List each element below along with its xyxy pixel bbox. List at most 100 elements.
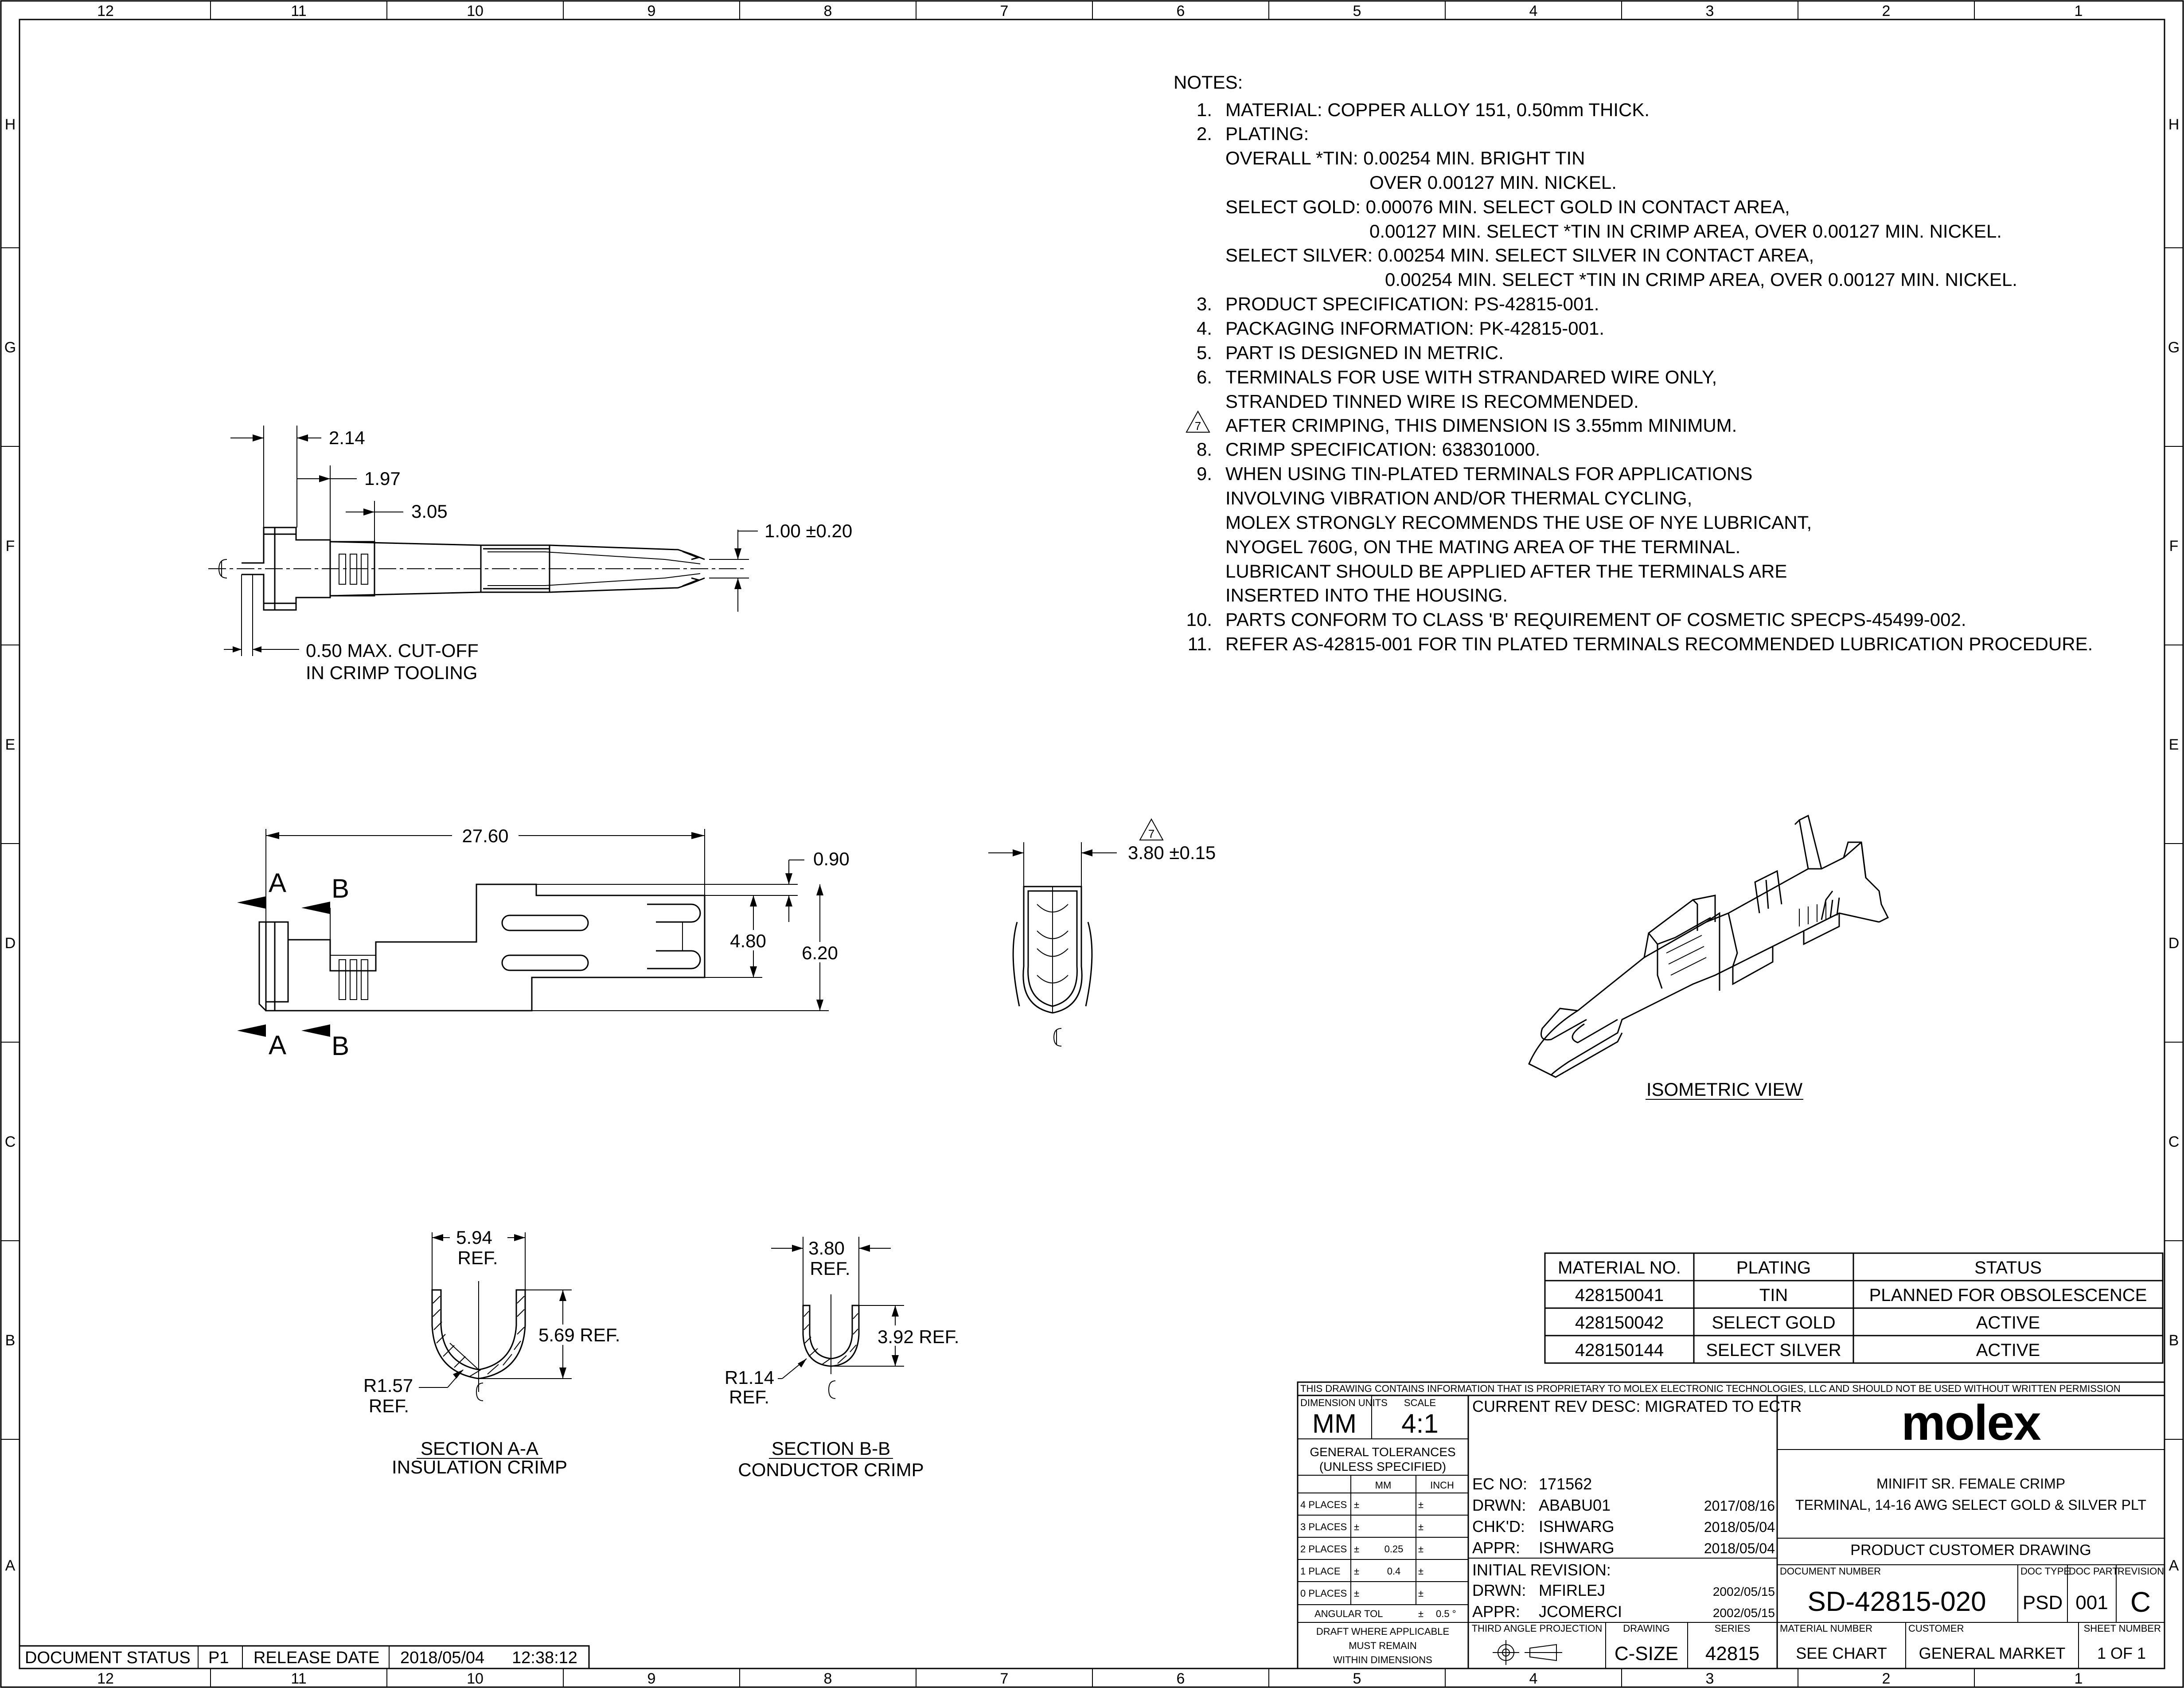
note-number: 4. [1197, 318, 1212, 339]
ec-label: EC NO: [1472, 1475, 1527, 1493]
initial-drwn-label: DRWN: [1472, 1581, 1526, 1599]
section-aa-width: 5.94 [456, 1227, 492, 1248]
tol-col-inch: INCH [1430, 1480, 1454, 1491]
table-header: PLATING [1736, 1258, 1811, 1278]
note-text: NYOGEL 760G, ON THE MATING AREA OF THE T… [1225, 536, 1740, 557]
table-cell: PLANNED FOR OBSOLESCENCE [1869, 1286, 2147, 1305]
table-cell: 428150042 [1575, 1313, 1664, 1332]
zone-col-label: 7 [1000, 3, 1009, 20]
zone-col-label: 9 [647, 3, 656, 20]
dim-6-20: 6.20 [802, 942, 838, 963]
third-angle-label: THIRD ANGLE PROJECTION [1472, 1623, 1603, 1634]
section-aa-subtitle: INSULATION CRIMP [392, 1457, 567, 1477]
initial-drwn-value: MFIRLEJ [1539, 1581, 1605, 1599]
scale-label: SCALE [1404, 1397, 1436, 1408]
zone-row-label: E [2169, 736, 2179, 753]
zone-col-label: 8 [824, 1670, 832, 1687]
dim-4-80: 4.80 [730, 930, 766, 951]
drawing-type: PRODUCT CUSTOMER DRAWING [1850, 1542, 2091, 1559]
doc-type: PSD [2023, 1592, 2063, 1614]
zone-col-label: 5 [1353, 3, 1361, 20]
material-table: MATERIAL NO. PLATING STATUS 428150041 TI… [1544, 1252, 2164, 1364]
tol-row-label: 2 PLACES [1300, 1543, 1347, 1555]
dim-units-value: MM [1312, 1409, 1357, 1438]
section-bb-subtitle: CONDUCTOR CRIMP [738, 1459, 924, 1480]
note-text: WHEN USING TIN-PLATED TERMINALS FOR APPL… [1225, 463, 1752, 484]
zone-row-label: C [5, 1133, 16, 1150]
note-text: PART IS DESIGNED IN METRIC. [1225, 342, 1504, 363]
drwn-label: DRWN: [1472, 1496, 1526, 1514]
draft-note: MUST REMAIN [1349, 1640, 1417, 1651]
zone-col-label: 12 [97, 1670, 114, 1687]
dim-1-97: 1.97 [364, 468, 401, 489]
proprietary-notice: THIS DRAWING CONTAINS INFORMATION THAT I… [1300, 1383, 2121, 1394]
material-number-label: MATERIAL NUMBER [1780, 1623, 1872, 1634]
note-text: INSERTED INTO THE HOUSING. [1225, 585, 1508, 606]
molex-logo: molex [1901, 1395, 2041, 1450]
zone-row-label: D [5, 935, 16, 952]
note-number: 3. [1197, 293, 1212, 314]
dim-2-14: 2.14 [329, 427, 365, 448]
zone-row-label: D [2168, 935, 2180, 952]
section-bb-radius-ref: REF. [729, 1387, 769, 1407]
dim-3-80: 3.80 ±0.15 [1128, 842, 1216, 863]
note-text: OVERALL *TIN: 0.00254 MIN. BRIGHT TIN [1225, 148, 1585, 168]
drwn-value: ABABU01 [1539, 1496, 1611, 1514]
note-text: AFTER CRIMPING, THIS DIMENSION IS 3.55mm… [1225, 415, 1737, 436]
zone-col-label: 2 [1882, 1670, 1891, 1687]
angular-tol-value: 0.5 ° [1436, 1608, 1456, 1619]
tol-row-label: 4 PLACES [1300, 1499, 1347, 1510]
note-text: INVOLVING VIBRATION AND/OR THERMAL CYCLI… [1225, 488, 1692, 508]
tol-mm-value: 0.25 [1384, 1543, 1404, 1555]
dim-flag-7-icon: 7 [1139, 818, 1164, 840]
note-text: LUBRICANT SHOULD BE APPLIED AFTER THE TE… [1225, 561, 1787, 582]
zone-row-label: E [5, 736, 16, 753]
section-bb-title: SECTION B-B [772, 1438, 890, 1459]
drawing-size-label: DRAWING [1623, 1623, 1670, 1634]
zone-col-label: 1 [2075, 1670, 2083, 1687]
doc-status-label: DOCUMENT STATUS [25, 1649, 191, 1667]
dim-units-label: DIMENSION UNITS [1300, 1397, 1388, 1408]
zone-col-label: 5 [1353, 1670, 1361, 1687]
tol-pm: ± [1354, 1499, 1359, 1510]
zone-col-label: 7 [1000, 1670, 1009, 1687]
zone-col-label: 10 [467, 3, 484, 20]
title-block: THIS DRAWING CONTAINS INFORMATION THAT I… [1297, 1381, 2165, 1669]
zone-col-label: 6 [1177, 1670, 1185, 1687]
note-text: OVER 0.00127 MIN. NICKEL. [1369, 172, 1617, 193]
table-header: STATUS [1974, 1258, 2042, 1278]
chkd-value: ISHWARG [1539, 1517, 1615, 1536]
dim-1-00: 1.00 ±0.20 [764, 520, 852, 541]
section-bb-width: 3.80 [808, 1238, 845, 1258]
drwn-date: 2017/08/16 [1704, 1498, 1775, 1514]
svg-text:7: 7 [1148, 827, 1154, 840]
notes-block: NOTES: 1. 2. 3. 4. 5. 6. 8. 9. 10. 11. 7… [1174, 72, 2093, 654]
third-angle-projection-icon [1493, 1640, 1562, 1665]
zone-row-label: H [5, 116, 16, 133]
ec-value: 171562 [1539, 1475, 1592, 1493]
table-cell: ACTIVE [1976, 1340, 2040, 1360]
note-text: TERMINALS FOR USE WITH STRANDARED WIRE O… [1225, 367, 1717, 387]
zone-columns: 12 11 10 9 8 7 6 5 4 3 2 1 12 11 10 9 8 … [97, 1, 2083, 1687]
note-number: 6. [1197, 367, 1212, 387]
dim-3-05: 3.05 [411, 501, 448, 522]
side-view: A A B B 27.60 0.90 4.80 [237, 825, 850, 1061]
note-text: CRIMP SPECIFICATION: 638301000. [1225, 439, 1540, 460]
zone-col-label: 1 [2075, 3, 2083, 20]
table-cell: 428150144 [1575, 1340, 1664, 1360]
appr-date: 2018/05/04 [1704, 1540, 1775, 1556]
section-mark-a: A [269, 1030, 286, 1060]
section-mark-b: B [332, 874, 349, 903]
tol-row-label: 1 PLACE [1300, 1566, 1341, 1577]
drawing-size: C-SIZE [1615, 1643, 1678, 1665]
note-text: SELECT SILVER: 0.00254 MIN. SELECT SILVE… [1225, 245, 1814, 266]
gen-tol-label: GENERAL TOLERANCES [1310, 1445, 1455, 1459]
tol-pm: ± [1418, 1543, 1424, 1555]
doc-part: 001 [2075, 1592, 2108, 1614]
table-cell: ACTIVE [1976, 1313, 2040, 1332]
zone-col-label: 12 [97, 3, 114, 20]
note-text: SELECT GOLD: 0.00076 MIN. SELECT GOLD IN… [1225, 196, 1790, 217]
sheet-number: 1 OF 1 [2097, 1644, 2146, 1662]
